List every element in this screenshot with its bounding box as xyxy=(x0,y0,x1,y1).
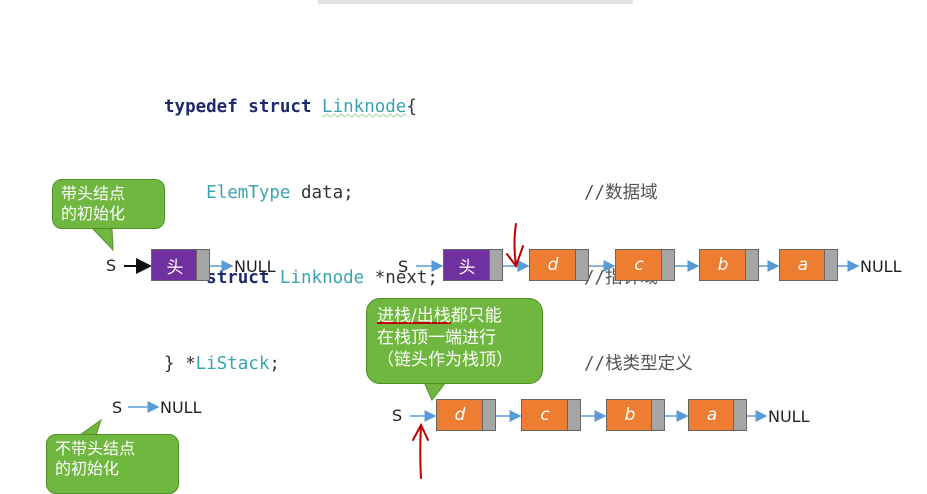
callout-with-head: 带头结点 的初始化 xyxy=(52,179,165,229)
list-node: b xyxy=(606,399,665,431)
node-value: b xyxy=(624,405,636,425)
node-value: d xyxy=(547,255,559,275)
pointer-cell xyxy=(745,250,758,280)
callout-stack-note: 进栈/出栈都只能 在栈顶一端进行 （链头作为栈顶） xyxy=(366,298,543,384)
head-node: 头 xyxy=(443,249,503,281)
code-type: Linknode xyxy=(322,97,407,117)
pointer-cell xyxy=(733,400,746,430)
null-label: NULL xyxy=(768,407,810,426)
list-node: b xyxy=(699,249,759,281)
node-value: b xyxy=(717,255,729,275)
head-node-label: 头 xyxy=(458,257,476,278)
code-line-2: ElemType data; //数据域 xyxy=(164,179,657,208)
node-value: a xyxy=(706,405,718,425)
callout-tail xyxy=(423,381,448,401)
null-label: NULL xyxy=(234,257,276,276)
code-keyword: struct xyxy=(206,268,280,288)
callout-tail xyxy=(78,418,102,436)
pointer-cell xyxy=(575,250,588,280)
pointer-s-label: S xyxy=(398,257,409,276)
pointer-s-label: S xyxy=(106,256,117,275)
head-node: 头 xyxy=(151,249,210,281)
callout-text: 不带头结点 xyxy=(55,439,136,458)
list-node: a xyxy=(779,249,838,281)
callout-line-2: 在栈顶一端进行 xyxy=(377,328,496,348)
pointer-cell xyxy=(482,400,495,430)
top-gray-bar xyxy=(318,0,633,4)
list-node: a xyxy=(688,399,747,431)
list-node: c xyxy=(615,249,675,281)
node-value: a xyxy=(797,255,809,275)
head-node-label: 头 xyxy=(166,257,184,278)
callout-text: 的初始化 xyxy=(55,459,120,478)
pointer-cell xyxy=(489,250,502,280)
code-text: } * xyxy=(164,353,196,374)
callout-no-head: 不带头结点 的初始化 xyxy=(46,434,179,494)
pointer-s-label: S xyxy=(112,398,123,417)
node-value: d xyxy=(454,405,466,425)
null-label: NULL xyxy=(860,257,902,276)
callout-text: 的初始化 xyxy=(61,204,126,223)
node-value: c xyxy=(540,405,550,425)
code-keyword: typedef struct xyxy=(164,97,323,117)
list-node: d xyxy=(436,399,496,431)
null-label: NULL xyxy=(160,398,202,417)
code-text: data; xyxy=(290,182,354,203)
callout-text: 带头结点 xyxy=(61,184,126,203)
code-type: LiStack xyxy=(195,353,270,374)
code-text: ; xyxy=(269,353,280,374)
code-type: Linknode xyxy=(279,268,365,288)
code-type: ElemType xyxy=(206,182,291,203)
pointer-cell xyxy=(567,400,580,430)
callout-text: 都只能 xyxy=(450,306,502,326)
list-node: d xyxy=(529,249,589,281)
pointer-cell xyxy=(196,250,209,280)
callout-line-1: 进栈/出栈都只能 xyxy=(377,305,532,327)
code-comment: //数据域 xyxy=(584,182,658,203)
list-node: c xyxy=(521,399,581,431)
callout-text-slash: / xyxy=(411,306,417,326)
code-comment: //栈类型定义 xyxy=(584,353,693,374)
red-arrow-marker-top xyxy=(506,223,524,269)
code-text: { xyxy=(406,97,417,117)
pointer-s-label: S xyxy=(392,406,403,425)
code-line-1: typedef struct Linknode{ xyxy=(164,93,438,122)
pointer-cell xyxy=(651,400,664,430)
node-value: c xyxy=(634,255,644,275)
callout-text-pop: 出栈 xyxy=(416,306,451,326)
pointer-cell xyxy=(661,250,674,280)
red-arrow-marker-bottom xyxy=(412,422,429,479)
code-line-4: } *LiStack; //栈类型定义 xyxy=(164,350,693,379)
code-text: *next; xyxy=(364,268,438,288)
callout-line-3: （链头作为栈顶） xyxy=(377,350,513,370)
callout-text-push: 进栈 xyxy=(377,306,411,326)
callout-tail xyxy=(90,227,114,252)
pointer-cell xyxy=(824,250,837,280)
